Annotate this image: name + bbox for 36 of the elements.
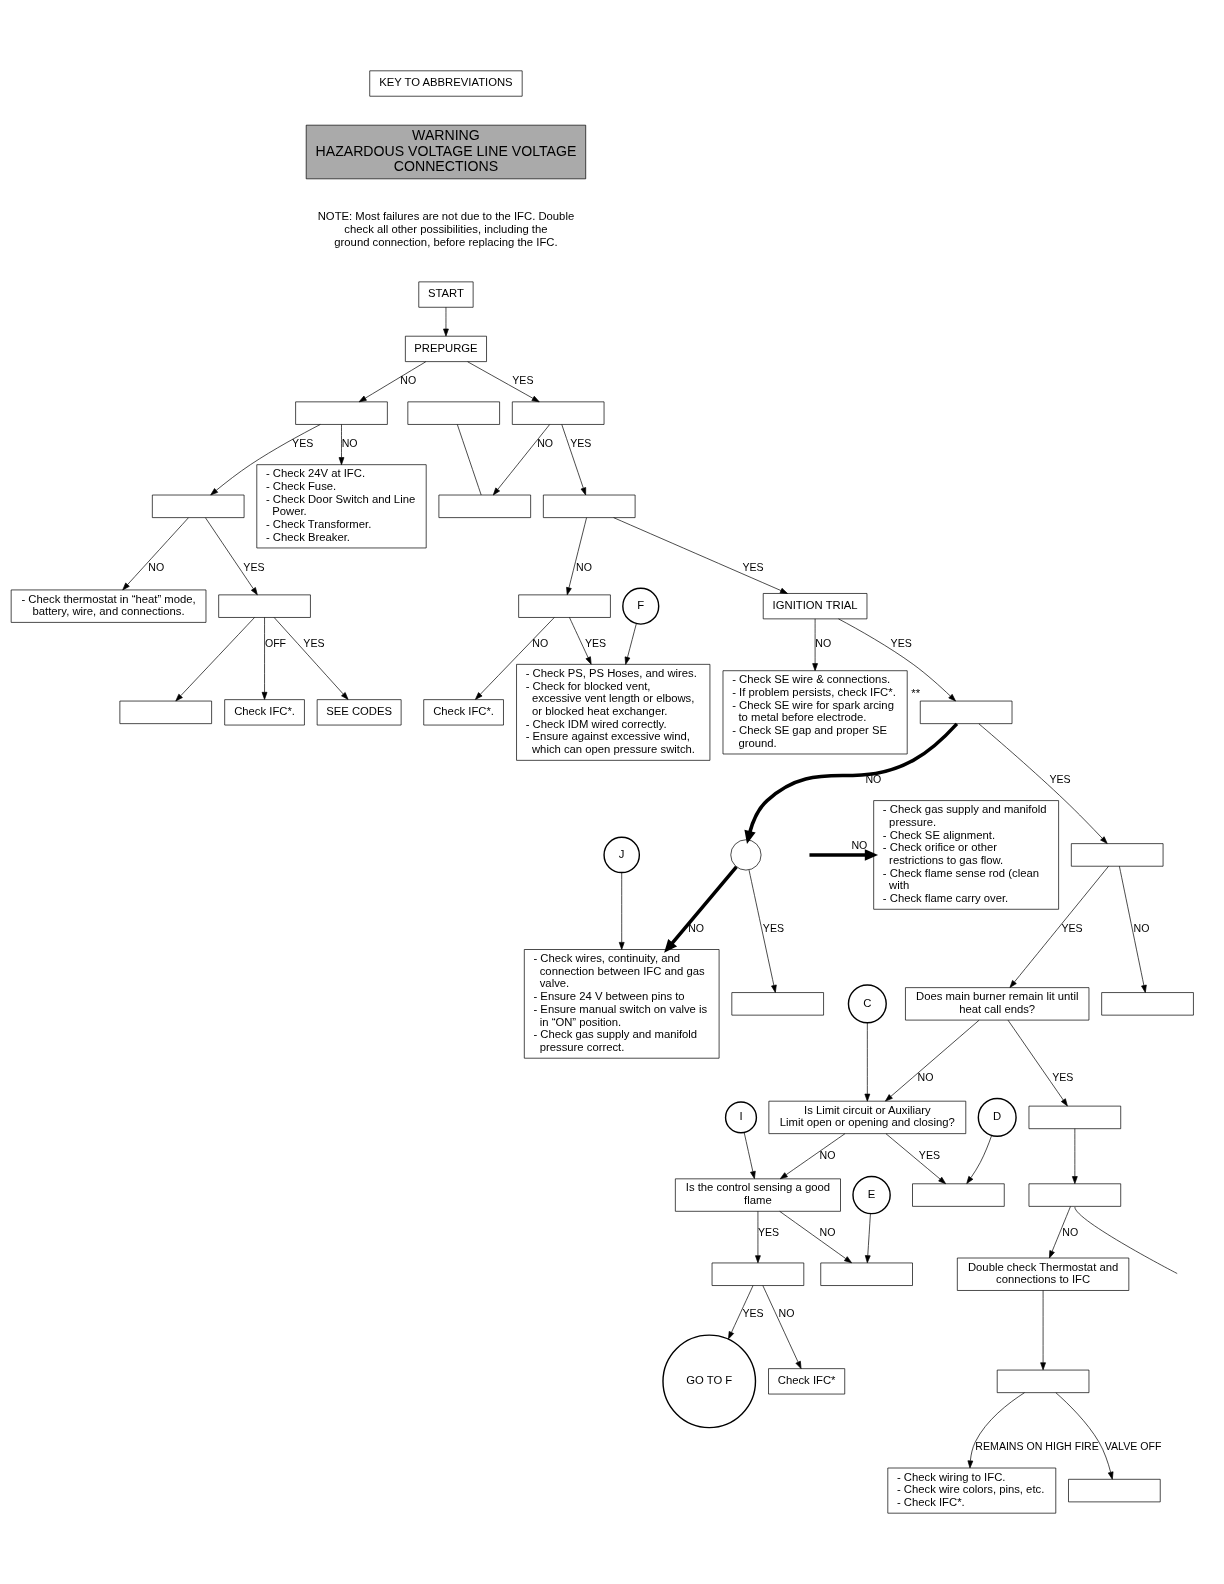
edge-label: NO bbox=[148, 560, 165, 573]
edge-label: YES bbox=[757, 1226, 780, 1239]
edge-label: YES bbox=[890, 636, 912, 649]
edge-label: NO bbox=[688, 921, 705, 934]
edge-label: REMAINS ON HIGH FIRE bbox=[975, 1440, 1099, 1453]
node-label: ** bbox=[911, 687, 921, 700]
edge-label: NO bbox=[865, 772, 882, 785]
edge-label: YES bbox=[1049, 772, 1071, 785]
edge-label: NO bbox=[778, 1307, 795, 1320]
label: NOTE: Most failures are not due to the IFC. Double check all other possibilities, including the ground connection, before replacing the IFC. bbox=[317, 210, 575, 248]
edge-label: NO bbox=[341, 437, 358, 450]
edge-label: NO bbox=[1062, 1226, 1079, 1239]
edge-label: YES bbox=[585, 636, 607, 649]
edge-label: YES bbox=[303, 636, 325, 649]
edge-label: YES bbox=[243, 560, 265, 573]
edge-label: YES bbox=[918, 1148, 941, 1161]
edge-label: NO bbox=[815, 636, 832, 649]
edge-label: OFF bbox=[264, 636, 287, 649]
edge-label: YES bbox=[742, 1307, 764, 1320]
edge-label: NO bbox=[819, 1226, 836, 1239]
edge-label: VALVE OFF bbox=[1104, 1440, 1162, 1453]
edge-label: NO bbox=[576, 560, 592, 573]
edge-label: YES bbox=[1052, 1070, 1074, 1083]
edge-label: NO bbox=[851, 839, 868, 852]
edge-label: NO bbox=[917, 1070, 934, 1083]
edge-label: YES bbox=[742, 560, 764, 573]
edge-label: NO bbox=[537, 437, 554, 450]
edge-label: NO bbox=[819, 1148, 836, 1161]
edge-label: NO bbox=[400, 374, 417, 387]
edge-label: YES bbox=[512, 374, 534, 387]
edge-label: YES bbox=[762, 921, 785, 934]
edge-label: YES bbox=[570, 437, 592, 450]
edge-label: NO bbox=[1133, 921, 1150, 934]
edge-label: YES bbox=[1061, 921, 1083, 934]
edge-label: NO bbox=[532, 636, 549, 649]
edge-label: YES bbox=[292, 437, 314, 450]
